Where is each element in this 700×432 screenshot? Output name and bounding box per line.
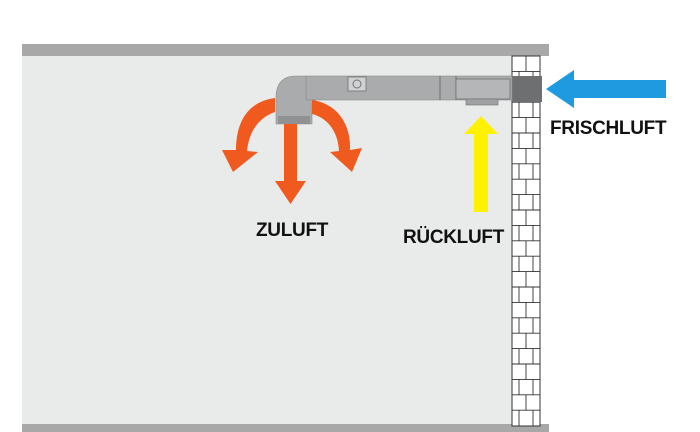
supply-air-outlet: [278, 116, 310, 124]
inspection-hatch: [347, 76, 367, 92]
supply-arrow-left: [222, 98, 275, 172]
room-area: [22, 55, 512, 425]
supply-air-arrows-icon: [222, 98, 362, 204]
duct-elbow: [275, 75, 317, 125]
supply-arrow-down: [275, 124, 306, 204]
wall-sleeve: [512, 76, 542, 102]
return-air-arrow-icon: [464, 116, 498, 212]
brick-wall-icon: [511, 55, 541, 427]
supply-arrow-right: [312, 100, 362, 172]
air-duct-icon: [275, 75, 542, 125]
ventilation-unit: [455, 78, 511, 100]
ceiling: [22, 44, 549, 56]
label-frischluft: FRISCHLUFT: [550, 118, 667, 139]
fresh-air-arrow-icon: [546, 70, 666, 108]
label-rueckluft: RÜCKLUFT: [403, 227, 505, 248]
floor: [22, 424, 549, 432]
return-air-grille: [465, 98, 499, 106]
label-zuluft: ZULUFT: [256, 220, 329, 241]
